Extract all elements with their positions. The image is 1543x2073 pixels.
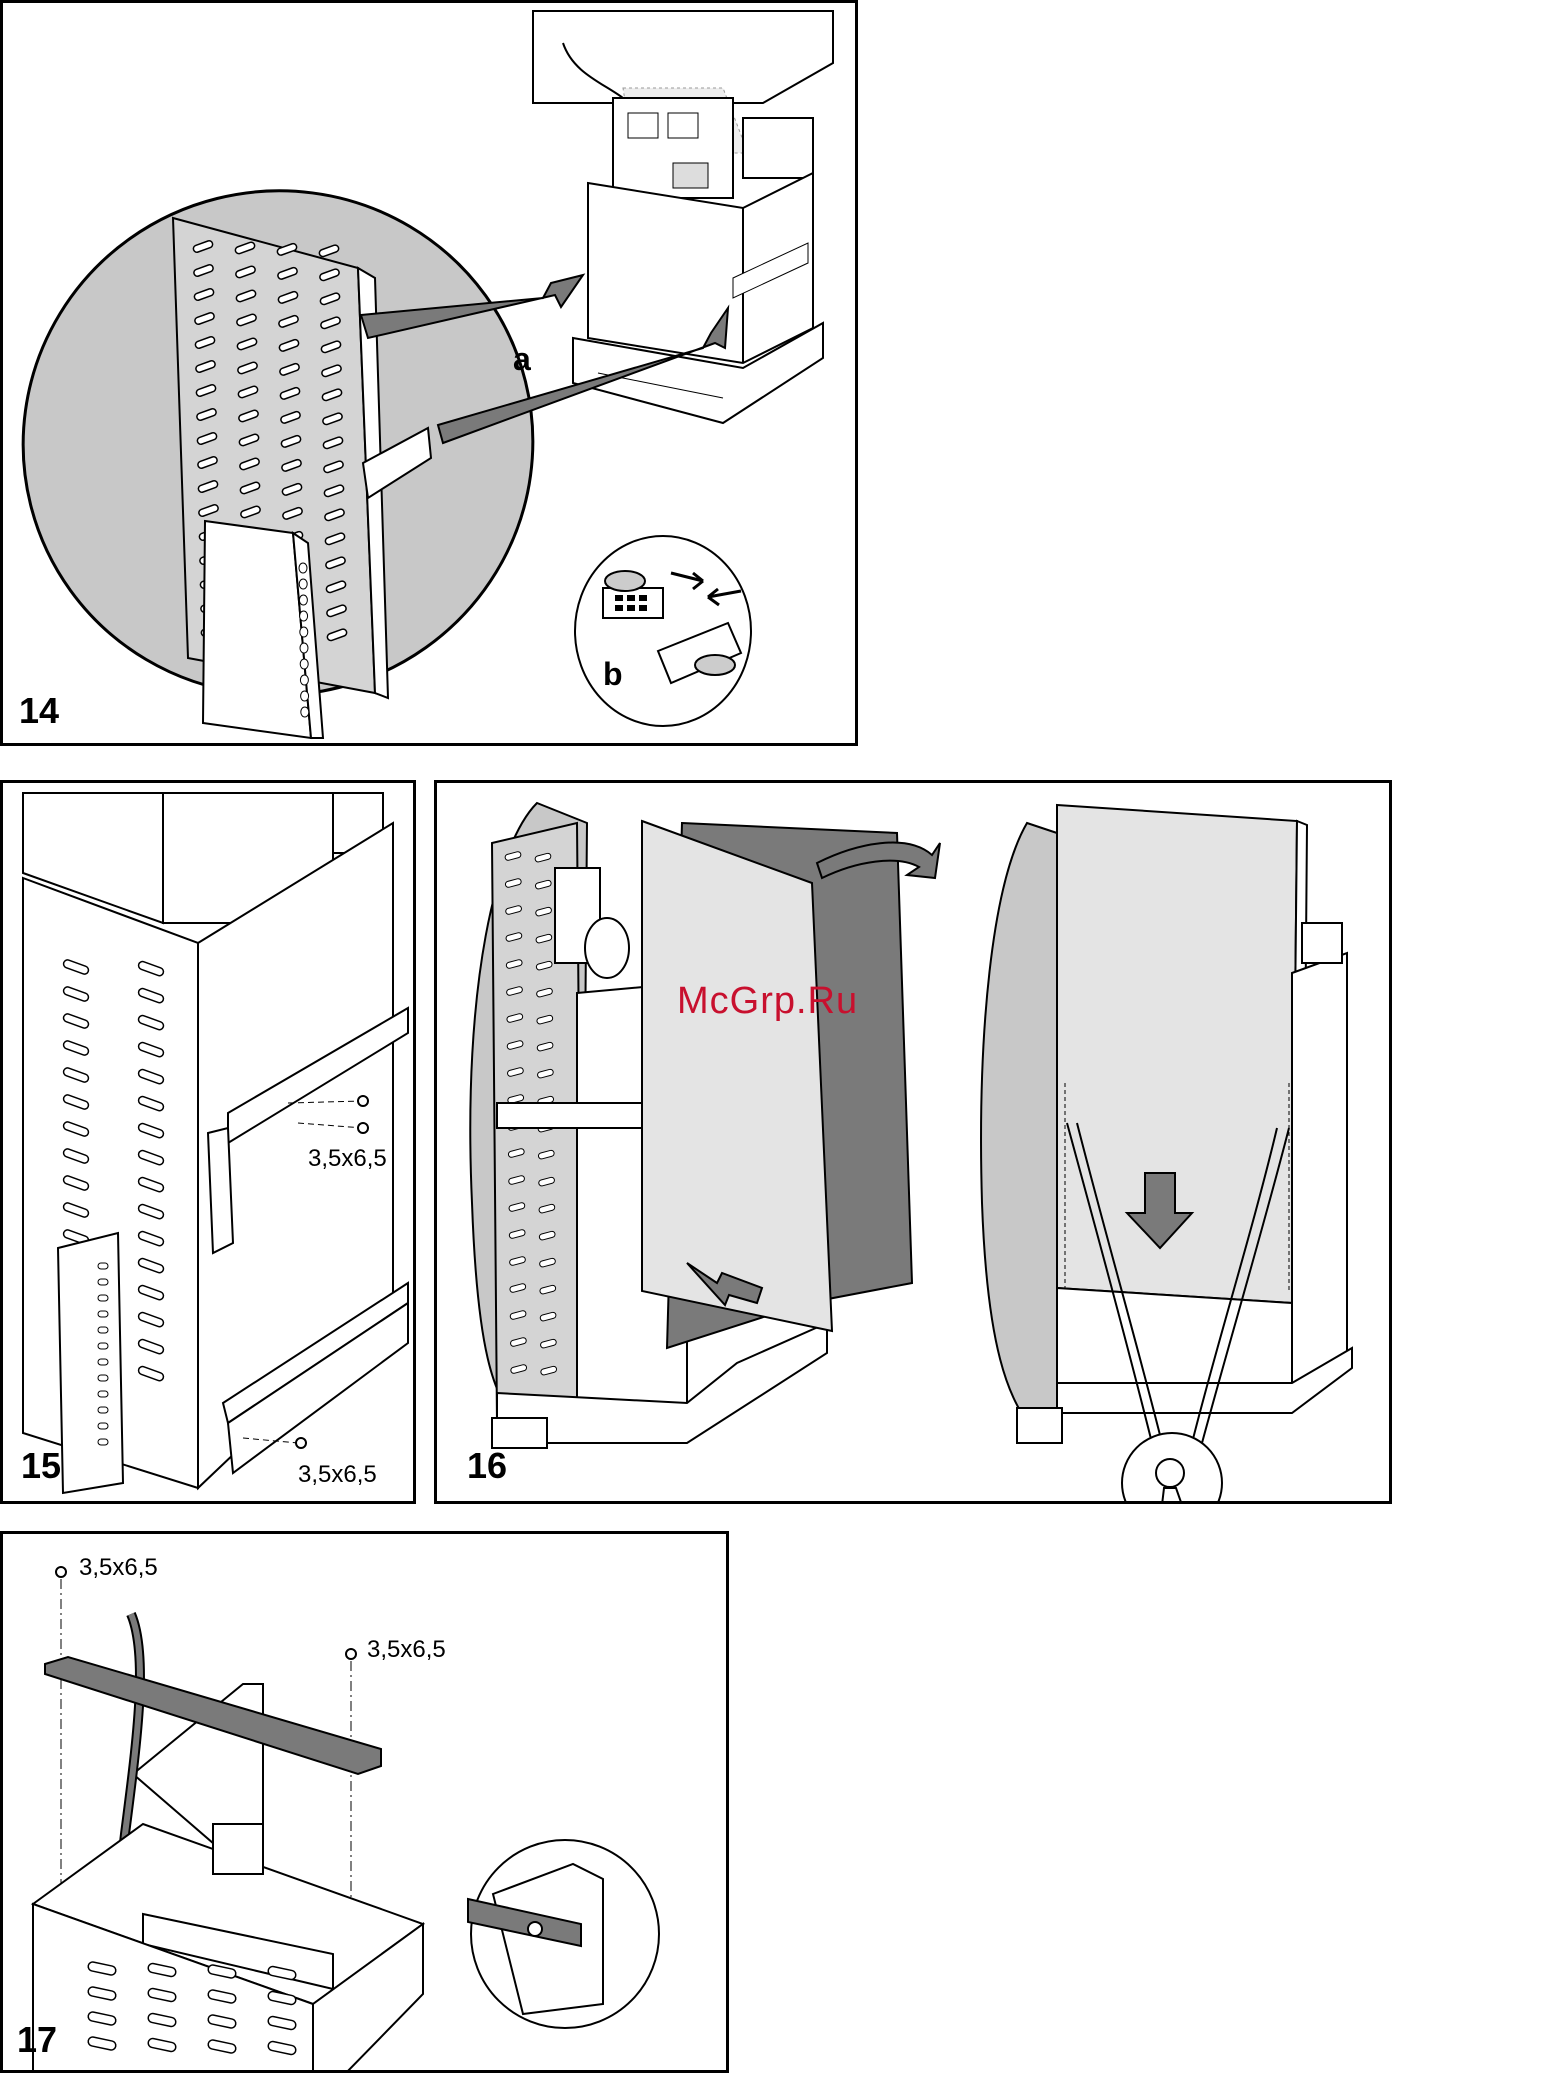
figure-14-panel: a b 14 <box>0 0 858 746</box>
screw-label-left: 3,5x6,5 <box>79 1556 158 1580</box>
label-b: b <box>603 658 623 690</box>
figure-16-illustration <box>437 783 1392 1504</box>
figure-17-panel: 3,5x6,5 3,5x6,5 17 <box>0 1531 729 2073</box>
screw-label-right: 3,5x6,5 <box>367 1638 446 1662</box>
figure-17-illustration <box>3 1534 729 2073</box>
figure-17-number: 17 <box>17 2022 57 2058</box>
figure-14-illustration <box>3 3 858 746</box>
screw-label-top: 3,5x6,5 <box>308 1147 387 1171</box>
figure-16-panel: 16 <box>434 780 1392 1504</box>
figure-14-number: 14 <box>19 693 59 729</box>
screw-label-bottom: 3,5x6,5 <box>298 1463 377 1487</box>
label-a: a <box>513 343 531 375</box>
figure-15-illustration <box>3 783 416 1504</box>
figure-15-number: 15 <box>21 1448 61 1484</box>
figure-15-panel: 3,5x6,5 3,5x6,5 15 <box>0 780 416 1504</box>
watermark: McGrp.Ru <box>677 980 858 1023</box>
figure-16-number: 16 <box>467 1448 507 1484</box>
